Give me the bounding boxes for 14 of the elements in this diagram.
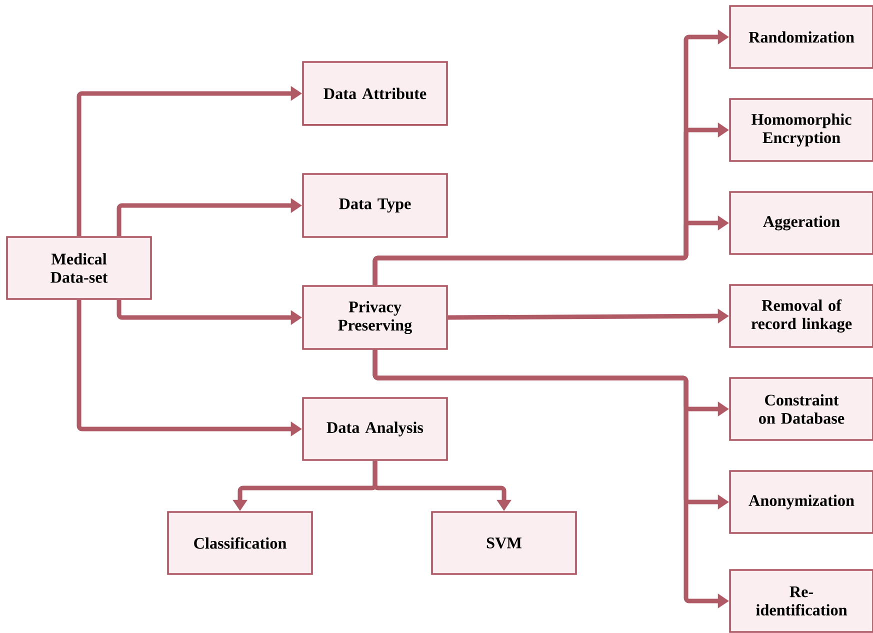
process-box: Re-identification bbox=[729, 569, 873, 633]
process-box: Data Attribute bbox=[302, 61, 448, 126]
process-box: Medical Data-set bbox=[6, 236, 152, 300]
process-box: Data Analysis bbox=[302, 397, 448, 461]
process-box: SVM bbox=[431, 511, 577, 575]
process-box: Aggeration bbox=[729, 191, 873, 255]
process-box: Privacy Preserving bbox=[302, 285, 448, 350]
process-box: Removal of record linkage bbox=[729, 284, 873, 348]
process-box: Constraint on Database bbox=[729, 377, 873, 441]
process-box: Data Type bbox=[302, 173, 448, 238]
process-box: Classification bbox=[167, 511, 313, 575]
process-box: Homomorphic Encryption bbox=[729, 98, 873, 162]
process-box: Randomization bbox=[729, 5, 873, 69]
process-box: Anonymization bbox=[729, 470, 873, 534]
